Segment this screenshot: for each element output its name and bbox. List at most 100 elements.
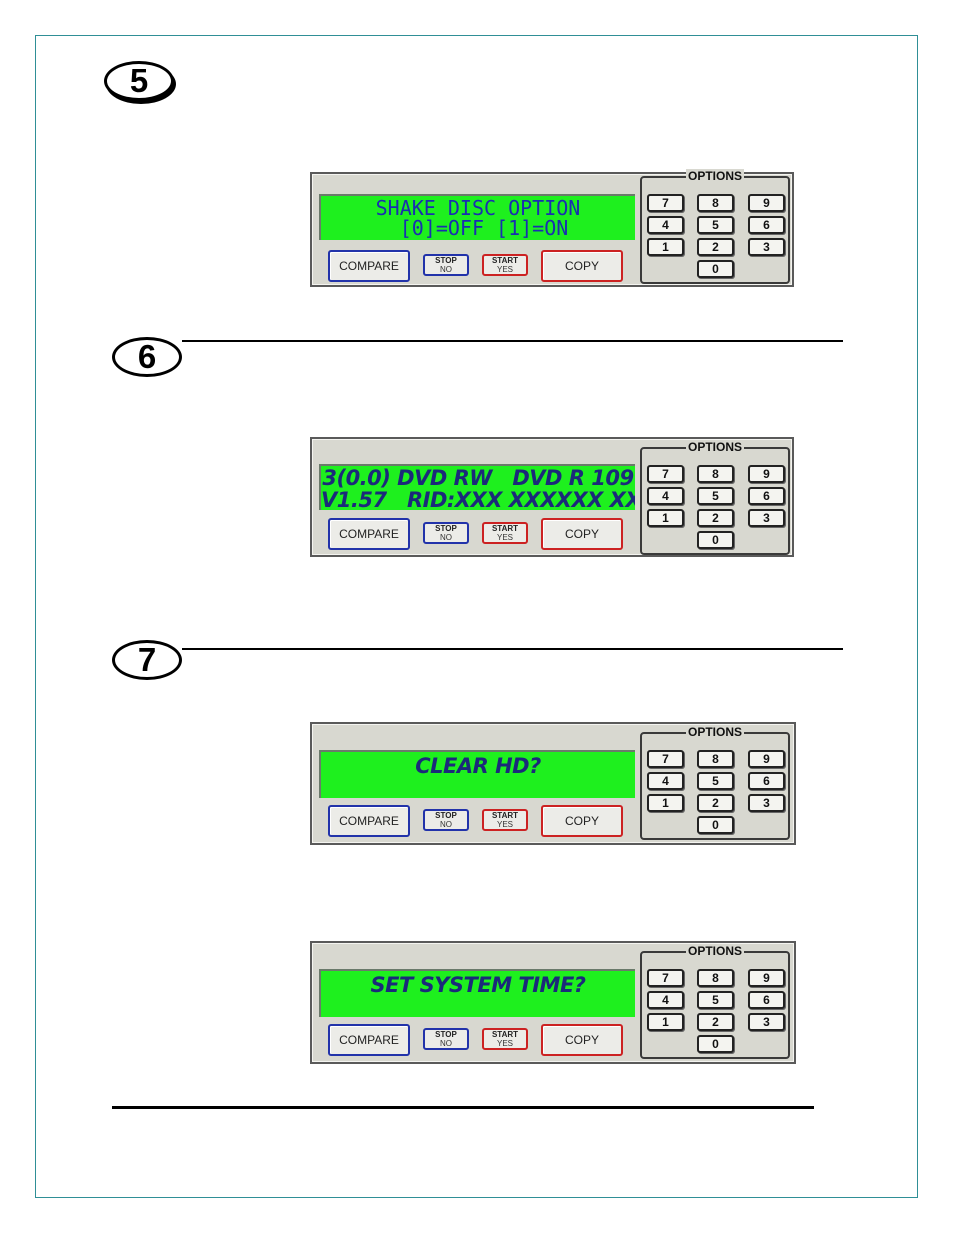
- no-label: NO: [440, 533, 452, 542]
- lcd-line-2: [0]=OFF [1]=ON: [387, 216, 569, 240]
- section-divider-7: [182, 648, 843, 650]
- key-8[interactable]: 8: [697, 465, 734, 483]
- copy-button[interactable]: COPY: [541, 805, 623, 837]
- compare-button[interactable]: COMPARE: [328, 250, 410, 282]
- lcd-display: CLEAR HD?: [319, 750, 635, 798]
- key-8[interactable]: 8: [697, 750, 734, 768]
- start-label: START: [491, 811, 519, 820]
- options-keypad: OPTIONS 7 8 9 4 5 6 1 2 3 0: [640, 169, 790, 284]
- key-5[interactable]: 5: [697, 991, 734, 1009]
- key-5[interactable]: 5: [697, 772, 734, 790]
- lcd-line-1: 3(0.0) DVD RW DVD R 109: [322, 466, 634, 490]
- compare-label: COMPARE: [339, 527, 399, 541]
- key-8[interactable]: 8: [697, 969, 734, 987]
- lcd-line-2: V1.57 RID:XXX XXXXXX XXXX: [321, 488, 635, 511]
- key-9[interactable]: 9: [748, 969, 785, 987]
- key-7[interactable]: 7: [647, 465, 684, 483]
- lcd-line-1: CLEAR HD?: [415, 754, 541, 778]
- key-9[interactable]: 9: [748, 750, 785, 768]
- key-3[interactable]: 3: [748, 794, 785, 812]
- options-title: OPTIONS: [686, 440, 745, 454]
- no-label: NO: [440, 1039, 452, 1048]
- key-1[interactable]: 1: [647, 1013, 684, 1031]
- compare-button[interactable]: COMPARE: [328, 518, 410, 550]
- key-2[interactable]: 2: [697, 794, 734, 812]
- yes-label: YES: [496, 533, 513, 542]
- start-label: START: [491, 1030, 519, 1039]
- compare-button[interactable]: COMPARE: [328, 805, 410, 837]
- copy-button[interactable]: COPY: [541, 518, 623, 550]
- bottom-rule: [112, 1106, 814, 1109]
- key-4[interactable]: 4: [647, 772, 684, 790]
- key-6[interactable]: 6: [748, 216, 785, 234]
- lcd-display: SET SYSTEM TIME?: [319, 969, 635, 1017]
- key-1[interactable]: 1: [647, 509, 684, 527]
- key-6[interactable]: 6: [748, 772, 785, 790]
- key-5[interactable]: 5: [697, 487, 734, 505]
- key-2[interactable]: 2: [697, 509, 734, 527]
- page-frame: [35, 35, 918, 1198]
- step-7-badge: 7: [112, 640, 182, 680]
- copy-button[interactable]: COPY: [541, 250, 623, 282]
- key-2[interactable]: 2: [697, 238, 734, 256]
- key-0[interactable]: 0: [697, 816, 734, 834]
- options-keypad: OPTIONS 7 8 9 4 5 6 1 2 3 0: [640, 440, 790, 555]
- step-6-badge: 6: [112, 337, 182, 377]
- stop-label: STOP: [435, 1030, 457, 1039]
- key-4[interactable]: 4: [647, 216, 684, 234]
- key-1[interactable]: 1: [647, 238, 684, 256]
- stop-label: STOP: [435, 256, 457, 265]
- key-0[interactable]: 0: [697, 1035, 734, 1053]
- options-keypad: OPTIONS 7 8 9 4 5 6 1 2 3 0: [640, 725, 790, 840]
- key-3[interactable]: 3: [748, 509, 785, 527]
- options-keypad: OPTIONS 7 8 9 4 5 6 1 2 3 0: [640, 944, 790, 1059]
- lcd-display: SHAKE DISC OPTION [0]=OFF [1]=ON: [319, 194, 635, 240]
- options-title: OPTIONS: [686, 169, 745, 183]
- key-9[interactable]: 9: [748, 465, 785, 483]
- copy-label: COPY: [564, 527, 599, 541]
- compare-button[interactable]: COMPARE: [328, 1024, 410, 1056]
- copy-button[interactable]: COPY: [541, 1024, 623, 1056]
- control-panel-shake-disc: SHAKE DISC OPTION [0]=OFF [1]=ON COMPARE…: [310, 169, 794, 287]
- lcd-display: 3(0.0) DVD RW DVD R 109 V1.57 RID:XXX XX…: [319, 464, 635, 510]
- key-6[interactable]: 6: [748, 487, 785, 505]
- compare-label: COMPARE: [339, 814, 399, 828]
- copy-label: COPY: [564, 1033, 599, 1047]
- key-7[interactable]: 7: [647, 969, 684, 987]
- key-4[interactable]: 4: [647, 991, 684, 1009]
- compare-label: COMPARE: [339, 259, 399, 273]
- key-7[interactable]: 7: [647, 194, 684, 212]
- lcd-line-1: SHAKE DISC OPTION: [375, 196, 581, 220]
- yes-label: YES: [496, 265, 513, 274]
- yes-label: YES: [496, 820, 513, 829]
- step-5-badge: 5: [104, 61, 174, 101]
- key-9[interactable]: 9: [748, 194, 785, 212]
- key-0[interactable]: 0: [697, 260, 734, 278]
- yes-label: YES: [496, 1039, 513, 1048]
- options-title: OPTIONS: [686, 725, 745, 739]
- key-8[interactable]: 8: [697, 194, 734, 212]
- key-0[interactable]: 0: [697, 531, 734, 549]
- compare-label: COMPARE: [339, 1033, 399, 1047]
- key-4[interactable]: 4: [647, 487, 684, 505]
- key-5[interactable]: 5: [697, 216, 734, 234]
- no-label: NO: [440, 820, 452, 829]
- lcd-line-1: SET SYSTEM TIME?: [370, 973, 586, 997]
- key-3[interactable]: 3: [748, 1013, 785, 1031]
- key-6[interactable]: 6: [748, 991, 785, 1009]
- start-label: START: [491, 256, 519, 265]
- key-1[interactable]: 1: [647, 794, 684, 812]
- key-7[interactable]: 7: [647, 750, 684, 768]
- key-3[interactable]: 3: [748, 238, 785, 256]
- copy-label: COPY: [564, 259, 599, 273]
- key-2[interactable]: 2: [697, 1013, 734, 1031]
